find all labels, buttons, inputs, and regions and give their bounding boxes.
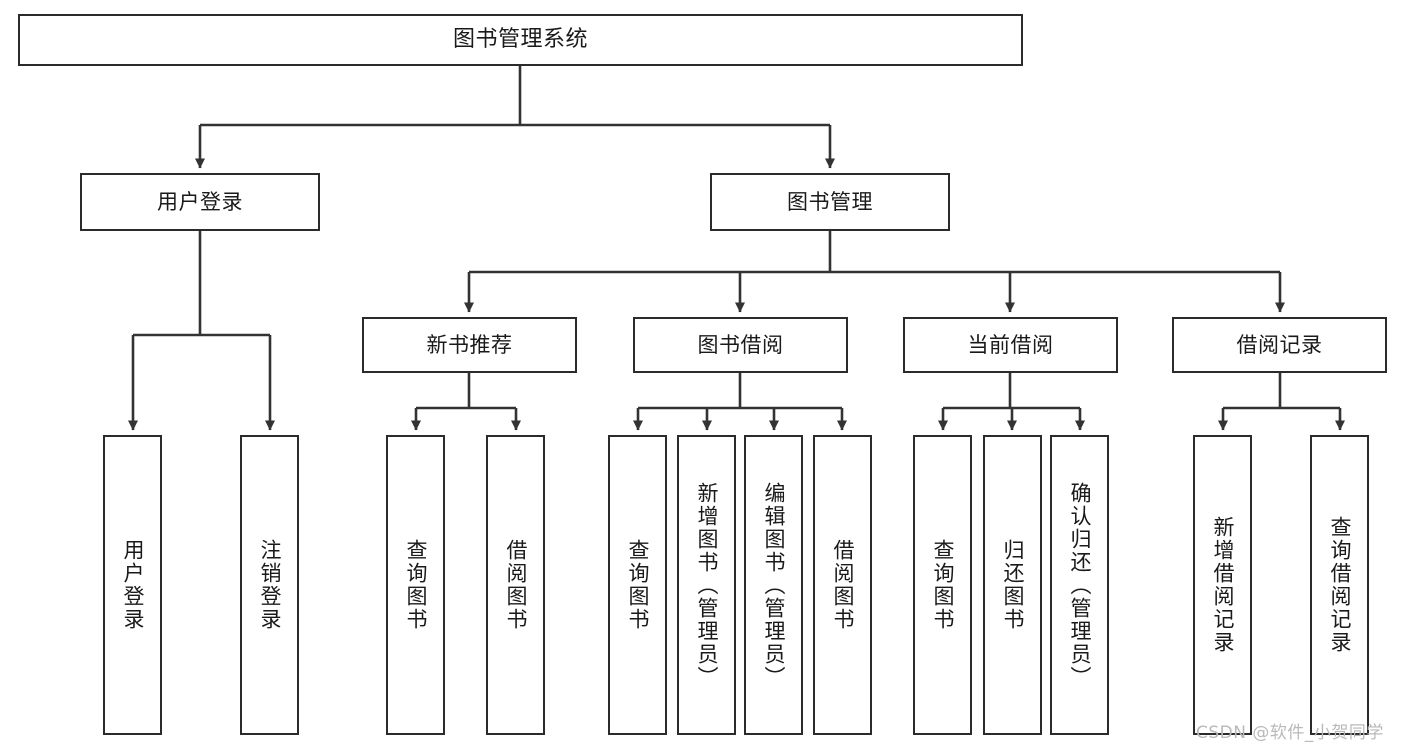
- node-borrow-record[interactable]: 借阅记录: [1172, 317, 1387, 373]
- node-leaf-add-book-admin[interactable]: 新增图书（管理员）: [677, 435, 736, 735]
- node-leaf-query-borrow-record-label: 查询借阅记录: [1328, 516, 1352, 654]
- node-leaf-borrow-book-1-label: 借阅图书: [504, 539, 528, 631]
- node-leaf-user-login-label: 用户登录: [121, 539, 145, 631]
- node-root[interactable]: 图书管理系统: [18, 14, 1023, 66]
- node-leaf-borrow-book-2[interactable]: 借阅图书: [813, 435, 872, 735]
- node-leaf-return-book[interactable]: 归还图书: [983, 435, 1042, 735]
- node-user-login-label: 用户登录: [157, 189, 243, 214]
- node-leaf-confirm-return-admin[interactable]: 确认归还（管理员）: [1050, 435, 1109, 735]
- node-book-manage[interactable]: 图书管理: [710, 173, 950, 231]
- node-leaf-query-book-1-label: 查询图书: [404, 539, 428, 631]
- node-root-label: 图书管理系统: [452, 27, 588, 53]
- edges: [128, 66, 1345, 431]
- node-leaf-query-borrow-record[interactable]: 查询借阅记录: [1310, 435, 1369, 735]
- node-current-borrow[interactable]: 当前借阅: [903, 317, 1118, 373]
- node-new-book-recommend-label: 新书推荐: [426, 332, 513, 357]
- node-leaf-logout-login-label: 注销登录: [258, 539, 282, 631]
- node-leaf-add-borrow-record[interactable]: 新增借阅记录: [1193, 435, 1252, 735]
- node-leaf-user-login[interactable]: 用户登录: [103, 435, 162, 735]
- node-leaf-query-book-3[interactable]: 查询图书: [913, 435, 972, 735]
- node-leaf-add-book-admin-label: 新增图书（管理员）: [695, 481, 719, 689]
- node-book-borrow-label: 图书借阅: [697, 332, 784, 357]
- node-book-manage-label: 图书管理: [787, 189, 873, 214]
- node-leaf-edit-book-admin[interactable]: 编辑图书（管理员）: [744, 435, 803, 735]
- node-leaf-logout-login[interactable]: 注销登录: [240, 435, 299, 735]
- node-borrow-record-label: 借阅记录: [1236, 332, 1323, 357]
- node-leaf-borrow-book-2-label: 借阅图书: [831, 539, 855, 631]
- node-leaf-edit-book-admin-label: 编辑图书（管理员）: [762, 481, 786, 689]
- node-new-book-recommend[interactable]: 新书推荐: [362, 317, 577, 373]
- node-leaf-query-book-2[interactable]: 查询图书: [608, 435, 667, 735]
- node-user-login[interactable]: 用户登录: [80, 173, 320, 231]
- node-leaf-query-book-2-label: 查询图书: [626, 539, 650, 631]
- node-leaf-confirm-return-admin-label: 确认归还（管理员）: [1068, 481, 1092, 689]
- node-book-borrow[interactable]: 图书借阅: [633, 317, 848, 373]
- node-leaf-add-borrow-record-label: 新增借阅记录: [1211, 516, 1235, 654]
- node-current-borrow-label: 当前借阅: [967, 332, 1054, 357]
- node-leaf-borrow-book-1[interactable]: 借阅图书: [486, 435, 545, 735]
- node-leaf-query-book-1[interactable]: 查询图书: [386, 435, 445, 735]
- node-leaf-query-book-3-label: 查询图书: [931, 539, 955, 631]
- node-leaf-return-book-label: 归还图书: [1001, 539, 1025, 631]
